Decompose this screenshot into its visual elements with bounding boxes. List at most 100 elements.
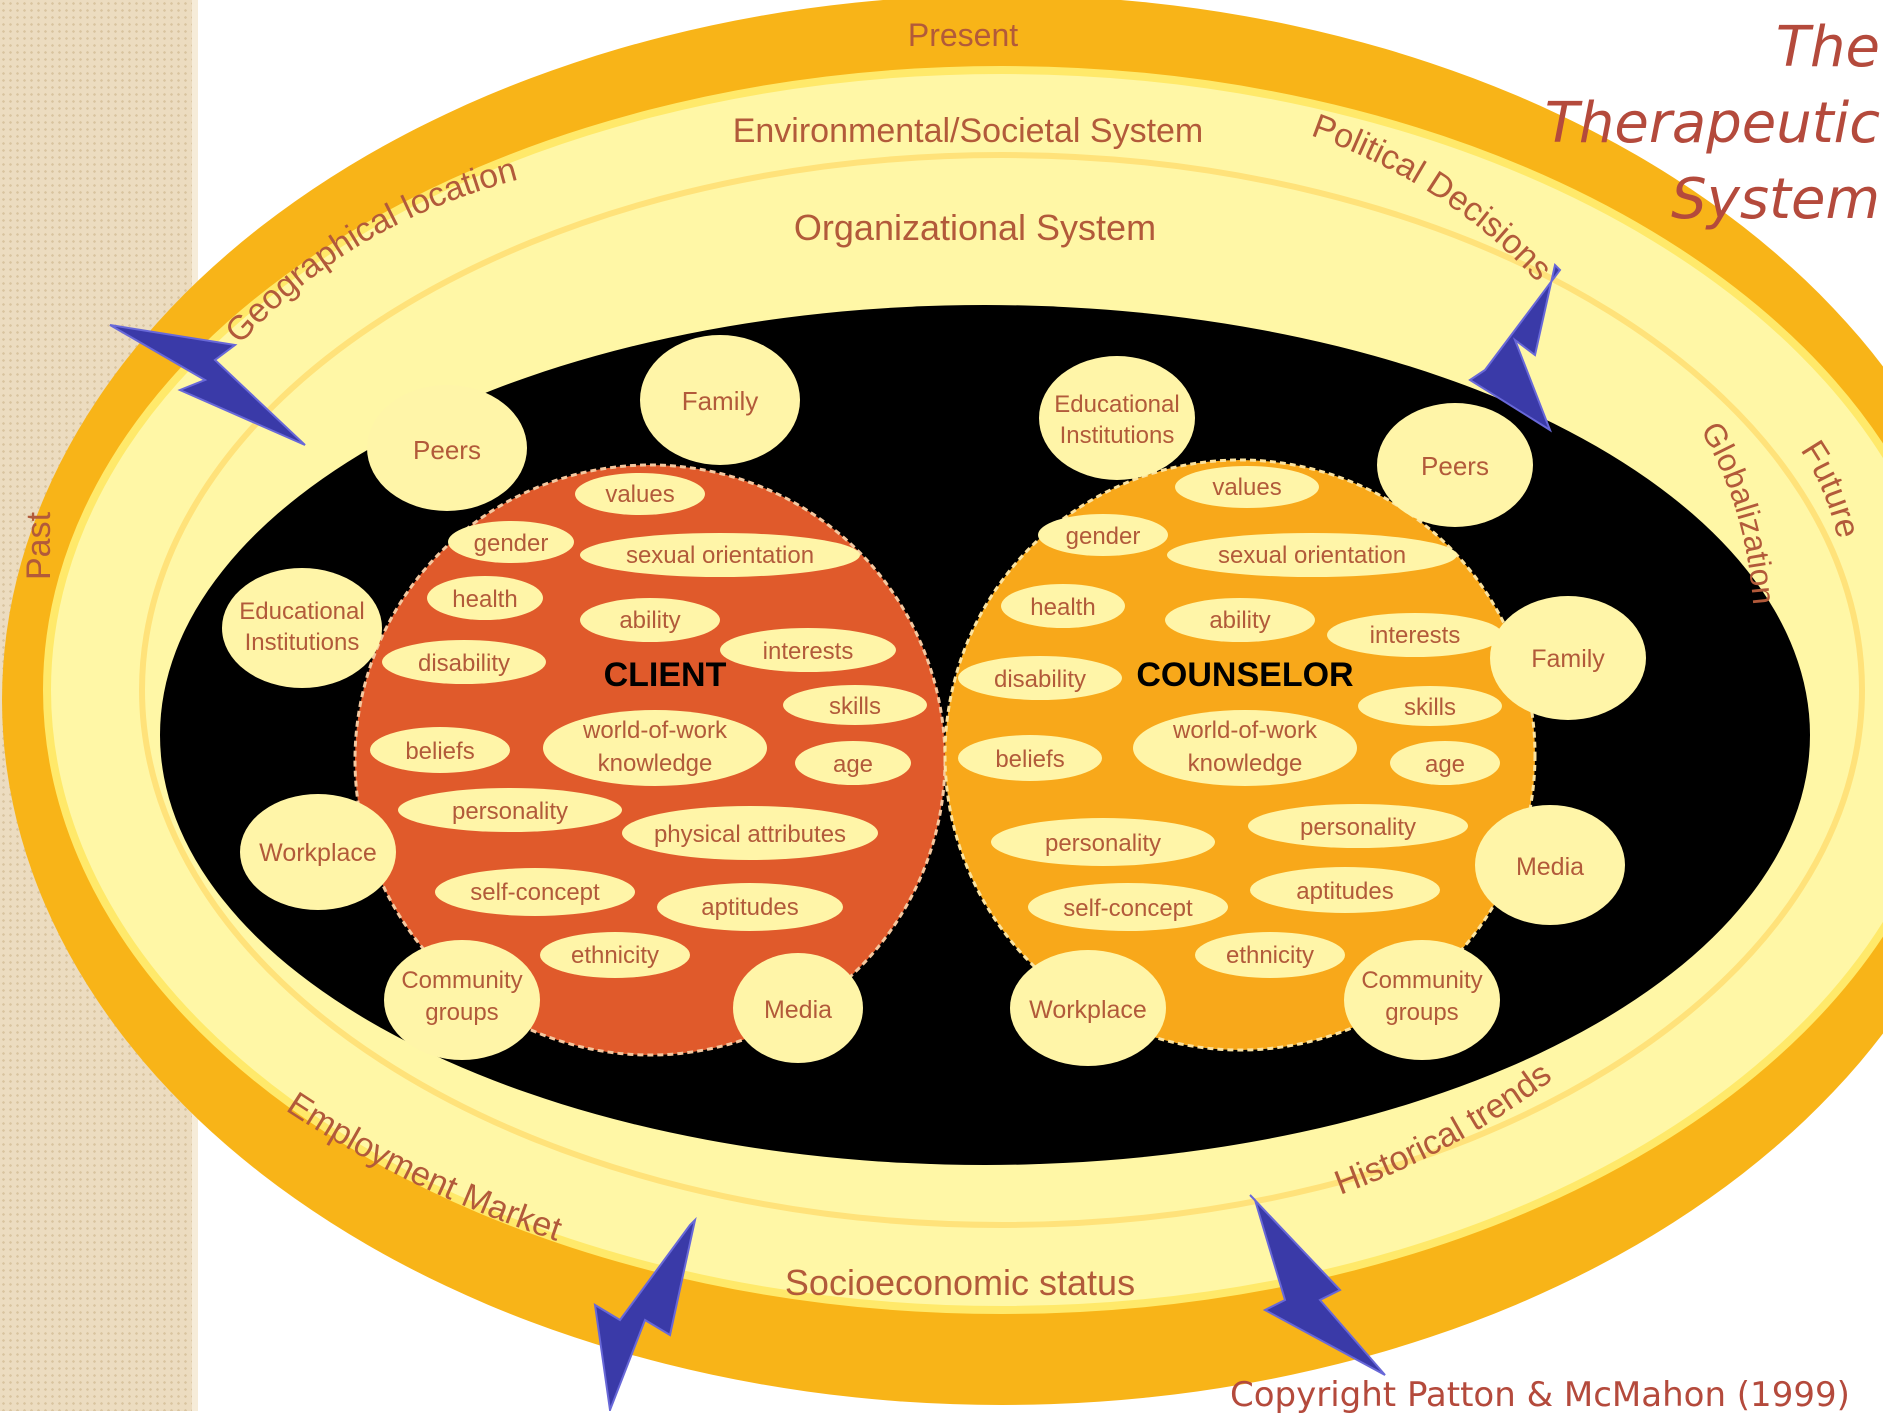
counselor-attribute-sexual-orientation: sexual orientation <box>1167 533 1457 577</box>
svg-text:aptitudes: aptitudes <box>1296 878 1393 905</box>
counselor-attribute-interests: interests <box>1327 613 1503 657</box>
svg-text:ethnicity: ethnicity <box>571 942 659 969</box>
slide-title-line1: The Therapeutic <box>1544 15 1880 156</box>
svg-text:personality: personality <box>452 798 568 825</box>
lightning-bolt-icon <box>593 1216 697 1411</box>
svg-text:Media: Media <box>764 996 832 1024</box>
svg-text:knowledge: knowledge <box>598 750 713 777</box>
counselor-attribute-personality: personality <box>991 818 1215 866</box>
svg-text:ethnicity: ethnicity <box>1226 942 1314 969</box>
counselor-attribute-ethnicity: ethnicity <box>1195 932 1345 978</box>
counselor-influence-community-groups: Community groups <box>1344 940 1500 1060</box>
svg-text:self-concept: self-concept <box>1063 895 1193 922</box>
counselor-attribute-gender: gender <box>1038 514 1168 556</box>
client-attribute-values: values <box>575 473 705 515</box>
svg-text:age: age <box>833 751 873 778</box>
svg-text:age: age <box>1425 751 1465 778</box>
svg-text:interests: interests <box>1370 622 1461 649</box>
svg-text:world-of-work: world-of-work <box>1172 717 1318 744</box>
svg-text:ability: ability <box>1209 607 1270 634</box>
svg-text:Community: Community <box>1361 967 1482 994</box>
svg-text:sexual orientation: sexual orientation <box>626 542 814 569</box>
svg-text:Peers: Peers <box>413 435 481 465</box>
client-influence-community-groups: Community groups <box>384 940 540 1060</box>
client-influence-family: Family <box>640 335 800 465</box>
svg-text:Family: Family <box>682 386 759 416</box>
counselor-attribute-self-concept: self-concept <box>1028 883 1228 931</box>
counselor-influence-educational-institutions: Educational Institutions <box>1039 356 1195 480</box>
client-attribute-personality: personality <box>398 788 622 832</box>
svg-text:Institutions: Institutions <box>245 629 360 656</box>
svg-text:beliefs: beliefs <box>405 738 474 765</box>
counselor-attribute-skills: skills <box>1358 686 1502 726</box>
socioeconomic-status-label: Socioeconomic status <box>785 1262 1135 1303</box>
counselor-influence-workplace: Workplace <box>1010 950 1166 1066</box>
environmental-system-label: Environmental/Societal System <box>733 112 1204 150</box>
svg-text:world-of-work: world-of-work <box>582 717 728 744</box>
counselor-attribute-personality: personality <box>1248 804 1468 848</box>
counselor-influence-family: Family <box>1490 596 1646 720</box>
client-influence-educational-institutions: Educational Institutions <box>222 568 382 688</box>
client-influence-workplace: Workplace <box>240 794 396 910</box>
past-label: Past <box>20 511 58 580</box>
svg-text:ability: ability <box>619 607 680 634</box>
svg-text:Workplace: Workplace <box>1029 996 1147 1024</box>
client-attribute-aptitudes: aptitudes <box>657 883 843 931</box>
copyright-notice: Copyright Patton & McMahon (1999) <box>1230 1375 1850 1415</box>
svg-text:Educational: Educational <box>1054 391 1179 418</box>
client-attribute-gender: gender <box>448 521 574 563</box>
svg-text:self-concept: self-concept <box>470 879 600 906</box>
svg-text:health: health <box>452 586 517 613</box>
client-title: CLIENT <box>604 656 727 694</box>
client-attribute-interests: interests <box>720 628 896 672</box>
organizational-system-label: Organizational System <box>794 207 1156 248</box>
svg-text:skills: skills <box>829 693 881 720</box>
svg-text:Institutions: Institutions <box>1060 422 1175 449</box>
counselor-attribute-aptitudes: aptitudes <box>1250 867 1440 913</box>
lightning-bolt-icon <box>109 324 306 446</box>
svg-text:gender: gender <box>1066 523 1141 550</box>
svg-text:beliefs: beliefs <box>995 746 1064 773</box>
svg-text:personality: personality <box>1045 830 1161 857</box>
svg-text:values: values <box>1212 474 1281 501</box>
client-attribute-disability: disability <box>382 640 546 684</box>
counselor-influence-peers: Peers <box>1377 403 1533 527</box>
lightning-bolt-icon <box>1249 1194 1386 1376</box>
svg-text:interests: interests <box>763 638 854 665</box>
svg-text:Peers: Peers <box>1421 451 1489 481</box>
counselor-attribute-age: age <box>1390 741 1500 785</box>
svg-text:skills: skills <box>1404 694 1456 721</box>
client-attribute-skills: skills <box>783 685 927 725</box>
present-label: Present <box>908 17 1018 53</box>
svg-text:disability: disability <box>994 666 1086 693</box>
counselor-title: COUNSELOR <box>1136 656 1353 694</box>
lightning-bolt-icon <box>1468 263 1562 433</box>
counselor-attribute-health: health <box>1001 584 1125 628</box>
svg-text:aptitudes: aptitudes <box>701 894 798 921</box>
svg-text:Media: Media <box>1516 853 1584 881</box>
svg-text:groups: groups <box>1385 999 1458 1026</box>
client-attribute-self-concept: self-concept <box>435 868 635 916</box>
counselor-attribute-ability: ability <box>1165 598 1315 642</box>
client-attribute-sexual-orientation: sexual orientation <box>580 533 860 577</box>
svg-text:knowledge: knowledge <box>1188 750 1303 777</box>
client-attribute-world-of-work-knowledge: world-of-work knowledge <box>543 710 767 786</box>
svg-text:sexual orientation: sexual orientation <box>1218 542 1406 569</box>
svg-text:groups: groups <box>425 999 498 1026</box>
client-attribute-age: age <box>795 741 911 785</box>
counselor-influence-media: Media <box>1475 805 1625 925</box>
svg-text:Community: Community <box>401 967 522 994</box>
svg-text:gender: gender <box>474 530 549 557</box>
slide-title-line2: System <box>1671 167 1880 232</box>
slide-title: The Therapeutic System <box>1440 10 1880 238</box>
svg-text:health: health <box>1030 594 1095 621</box>
client-attribute-ethnicity: ethnicity <box>540 932 690 978</box>
svg-text:Educational: Educational <box>239 598 364 625</box>
counselor-attribute-beliefs: beliefs <box>958 735 1102 781</box>
client-attribute-health: health <box>427 576 543 620</box>
svg-text:personality: personality <box>1300 814 1416 841</box>
client-attribute-beliefs: beliefs <box>370 727 510 773</box>
counselor-attribute-values: values <box>1175 466 1319 508</box>
counselor-attribute-world-of-work-knowledge: world-of-work knowledge <box>1133 710 1357 786</box>
